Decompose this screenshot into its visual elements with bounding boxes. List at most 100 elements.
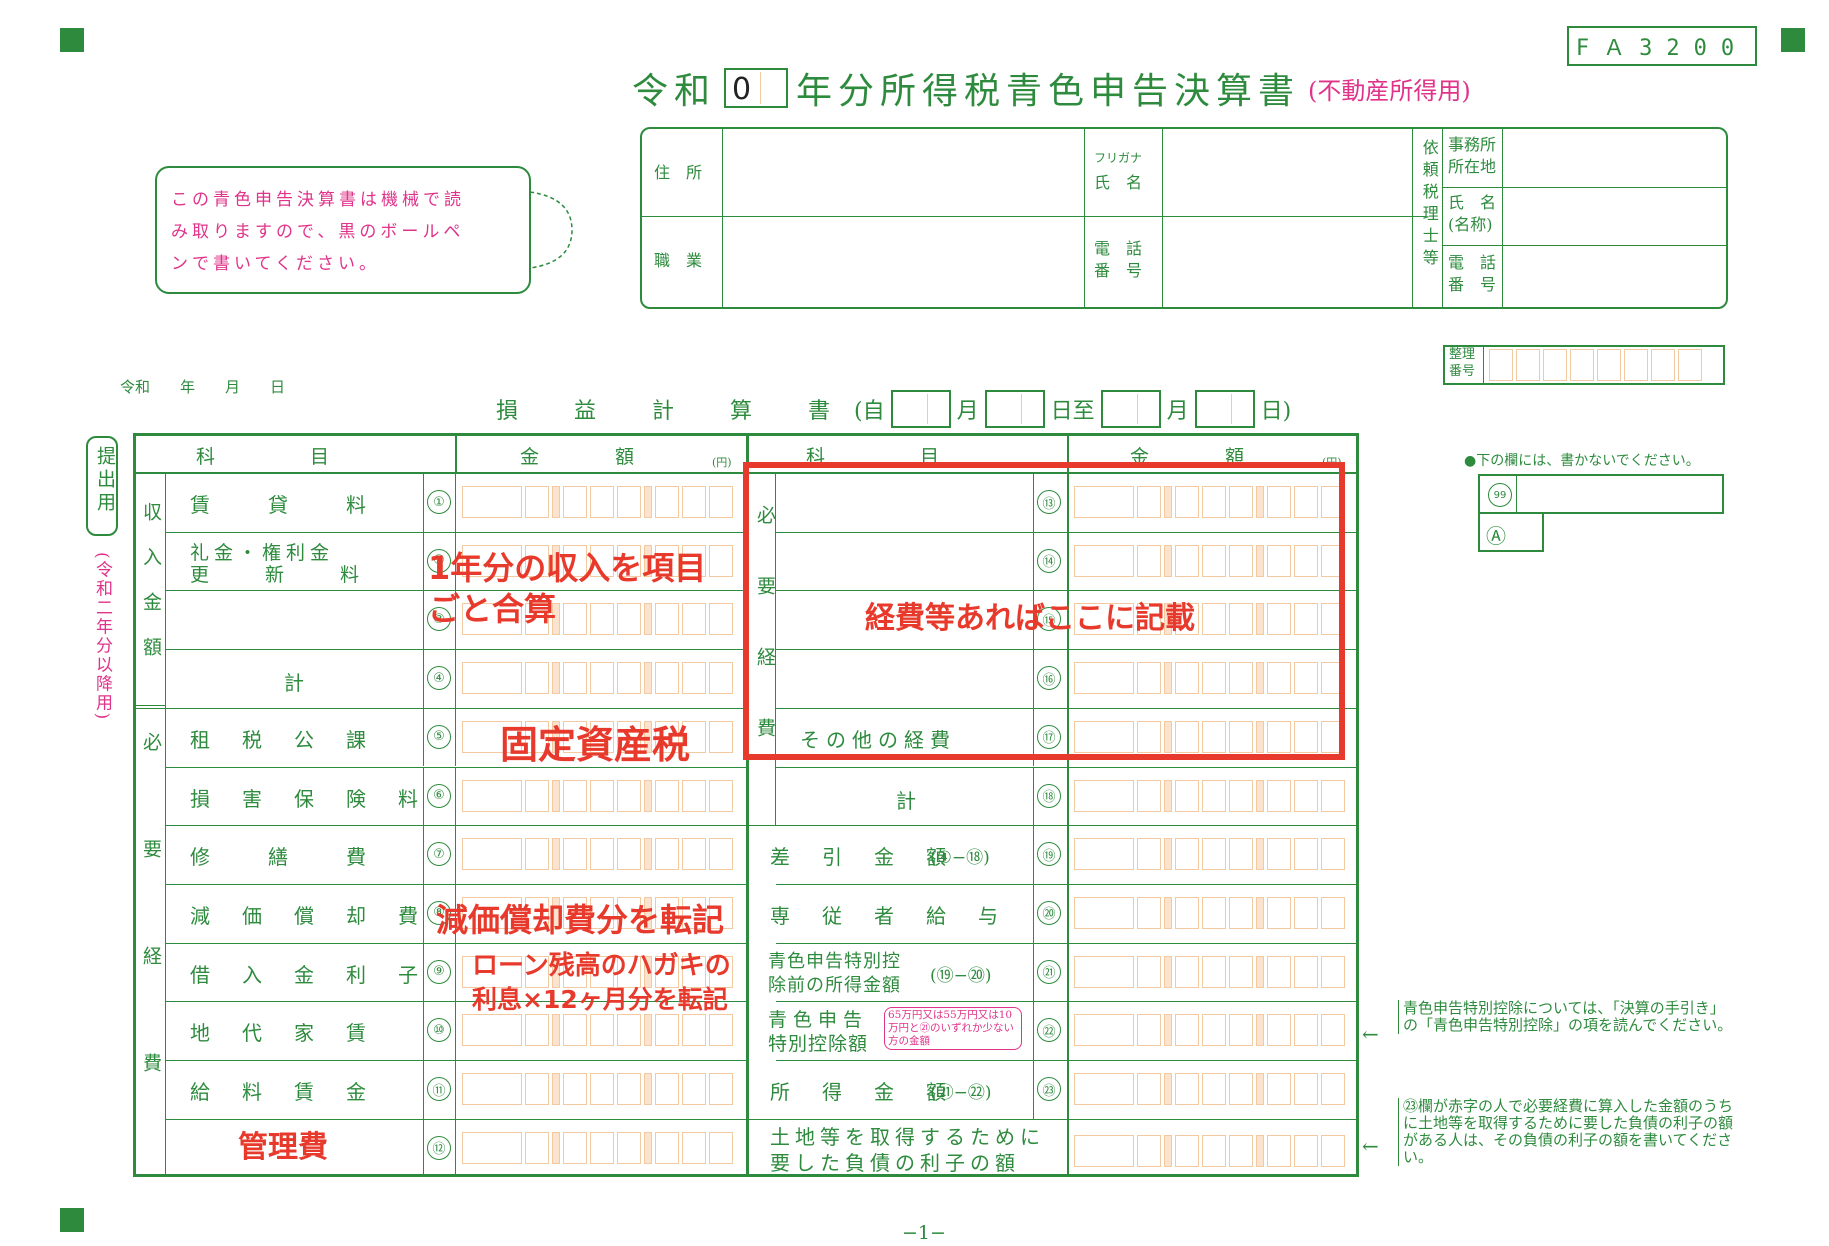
amount-digit-boxes[interactable] <box>462 838 736 871</box>
office-use-box-2: Ⓐ <box>1478 512 1544 552</box>
submission-label: 提出用 <box>86 436 118 536</box>
name-label: 氏 名 <box>1094 173 1143 192</box>
phone-field[interactable] <box>1164 219 1410 305</box>
land-interest-line-2: 要した負債の利子の額 <box>770 1151 1020 1175</box>
amount-digit-boxes[interactable] <box>462 955 736 988</box>
agent-name-label: 氏 名 <box>1448 193 1497 212</box>
right-item-label: 青色申告特別控 <box>768 950 901 972</box>
amount-digit-boxes[interactable] <box>462 1073 736 1105</box>
amount-digit-boxes[interactable] <box>462 603 736 636</box>
left-amount-header: 金 額 <box>520 446 635 468</box>
agent-phone-label-2: 番 号 <box>1448 275 1497 294</box>
amount-digit-boxes[interactable] <box>1074 896 1348 929</box>
submission-label-text: 提出用 <box>94 446 116 515</box>
amount-digit-boxes[interactable] <box>1074 1073 1348 1105</box>
notice-line-2: み取りますので、 <box>171 222 339 242</box>
formula: (㉑−㉒) <box>930 1083 992 1103</box>
amount-digit-boxes[interactable] <box>462 662 736 695</box>
line-number: ⑤ <box>427 724 451 749</box>
left-item-label: 地 代 家 賃 <box>190 1021 372 1046</box>
amount-digit-boxes[interactable] <box>1074 1014 1348 1047</box>
line-number: ① <box>427 490 451 514</box>
left-item-label: 礼金・権利金 <box>190 541 335 564</box>
left-yen: (円) <box>712 456 732 469</box>
line-number: ⑭ <box>1037 548 1061 573</box>
expense-annotation-box <box>743 462 1345 760</box>
line-number: ㉑ <box>1037 959 1061 984</box>
line-number: ② <box>427 548 451 573</box>
pl-month: 月 <box>956 399 979 424</box>
amount-digit-boxes[interactable] <box>462 720 736 753</box>
left-item-label: 賃 貸 料 <box>190 493 372 517</box>
line-number: ⑥ <box>427 783 451 808</box>
land-interest-label: 土地等を取得するために 要した負債の利子の額 <box>770 1124 1045 1176</box>
pl-title: 損 益 計 算 書 <box>496 399 835 424</box>
phone-label-2: 番 号 <box>1094 261 1143 280</box>
right-item-label: 差 引 金 額 <box>770 845 952 870</box>
line-number: ⑬ <box>1037 490 1061 514</box>
line-number: ⑦ <box>427 842 451 867</box>
amount-digit-boxes[interactable] <box>1074 838 1348 871</box>
amount-digit-boxes[interactable] <box>1074 955 1348 988</box>
expense-group-right-label: 必要経費 <box>754 505 776 789</box>
amount-digit-boxes[interactable] <box>462 544 736 577</box>
line-number: ⑰ <box>1037 724 1061 749</box>
pl-day-to: 日至 <box>1050 399 1095 424</box>
from-day-input[interactable] <box>984 390 1045 428</box>
form-title: 令和 0 年分所得税青色申告決算書 (不動産所得用) <box>632 62 1471 114</box>
left-item-label: 給 料 賃 金 <box>190 1080 372 1104</box>
land-interest-amount[interactable] <box>1074 1135 1348 1167</box>
line-number: ⑮ <box>1037 607 1061 632</box>
side-note-2: ㉓欄が赤字の人で必要経費に算入した金額のうちに土地等を取得するために要した負債の… <box>1398 1098 1733 1166</box>
from-month-input[interactable] <box>890 390 951 428</box>
notice-dashed-tab <box>529 191 573 269</box>
year-input[interactable]: 0 <box>724 68 789 108</box>
left-item-label: 損 害 保 険 料 <box>190 786 424 811</box>
amount-digit-boxes[interactable] <box>1074 662 1348 695</box>
seiri-number-box: 整理 番号 <box>1443 345 1725 385</box>
annotation-loan-2: 利息×12ヶ月分を転記 <box>472 985 728 1014</box>
annotation-loan-1: ローン残高のハガキの <box>472 951 731 981</box>
amount-digit-boxes[interactable] <box>462 1014 736 1047</box>
form-code: FＡ3200 <box>1567 26 1757 66</box>
amount-digit-boxes[interactable] <box>462 896 736 929</box>
left-item-label: 修 繕 費 <box>190 845 372 870</box>
left-item-label: 借 入 金 利 子 <box>190 962 424 987</box>
to-month-input[interactable] <box>1100 390 1161 428</box>
line-number: ㉓ <box>1037 1077 1061 1101</box>
line-number: ④ <box>427 666 451 691</box>
formula: (⑲−⑳) <box>930 965 992 986</box>
seiri-digit-boxes[interactable] <box>1489 349 1705 381</box>
note-arrow-2: ← <box>1362 1134 1379 1158</box>
office-label: 事務所 <box>1448 135 1497 154</box>
left-item-header: 科 目 <box>196 446 330 468</box>
amount-digit-boxes[interactable] <box>1074 779 1348 812</box>
notice-highlight: 黒のボールペ <box>338 222 465 242</box>
title-sub: (不動産所得用) <box>1308 76 1471 105</box>
left-item-label: 計 <box>284 671 310 696</box>
amount-digit-boxes[interactable] <box>462 486 736 518</box>
amount-digit-boxes[interactable] <box>1074 486 1348 518</box>
amount-digit-boxes[interactable] <box>1074 544 1348 577</box>
phone-label: 電 話 <box>1094 239 1143 258</box>
occupation-field[interactable] <box>724 219 1082 305</box>
annotation-income: 1年分の収入を項目 <box>428 549 707 587</box>
office-label-2: 所在地 <box>1448 157 1497 176</box>
taxpayer-info-box: 住 所 職 業 フリガナ 氏 名 電 話 番 号 依頼税理士等 事務所 所在地 … <box>640 127 1728 309</box>
land-interest-line-1: 土地等を取得するために <box>770 1125 1045 1149</box>
income-group-label: 収入金額 <box>140 502 162 682</box>
right-item-label: 計 <box>896 788 922 813</box>
annotation-depreciation: 減価償却費分を転記 <box>436 901 725 939</box>
formula: 65万円又は55万円又は10万円と㉑のいずれか少ない方の金額 <box>884 1007 1022 1051</box>
pl-title-row: 損 益 計 算 書 (自 月 日至 月 日) <box>496 390 1291 428</box>
office-use-box: 99 <box>1478 474 1724 514</box>
amount-digit-boxes[interactable] <box>462 779 736 812</box>
line-number: ③ <box>427 607 451 632</box>
address-field[interactable] <box>724 131 1082 215</box>
to-day-input[interactable] <box>1194 390 1255 428</box>
address-label: 住 所 <box>654 163 703 182</box>
page-number: −1− <box>902 1222 946 1244</box>
line-number: ⑲ <box>1037 842 1061 867</box>
name-field[interactable] <box>1164 131 1410 215</box>
amount-digit-boxes[interactable] <box>462 1131 736 1164</box>
